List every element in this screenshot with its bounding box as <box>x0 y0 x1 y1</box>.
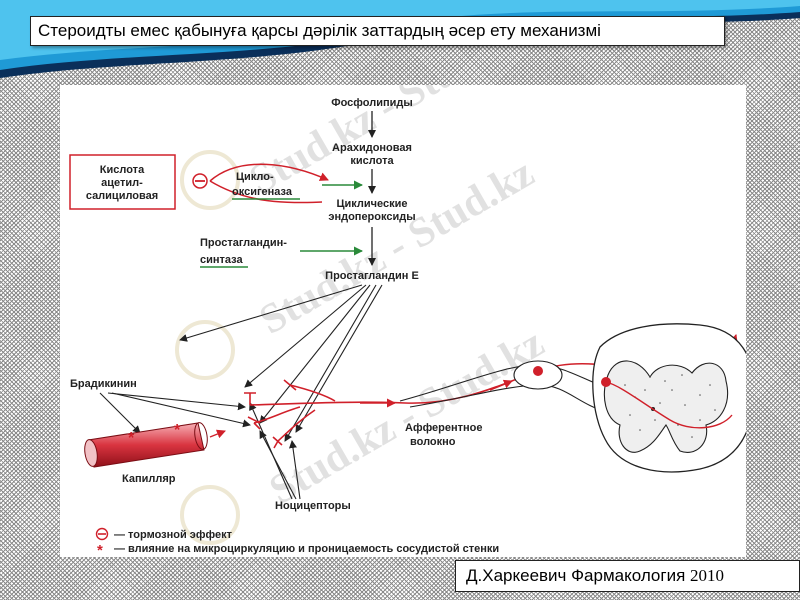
star-icon: * <box>97 542 103 557</box>
diagram-panel: Stud.kz - Stud.kz Stud.kz - Stud.kz Stud… <box>60 85 746 557</box>
inhibit-icon <box>192 173 208 189</box>
label-prostaglandin-e: Простагландин Е <box>325 270 419 282</box>
label-cyclic-1: Циклические <box>336 198 407 210</box>
page-title: Стероидты емес қабынуға қарсы дәрілік за… <box>30 16 725 46</box>
label-nociceptors: Ноцицепторы <box>275 500 351 512</box>
label-cyclic-2: эндопероксиды <box>328 211 415 223</box>
label-bradykinin: Брадикинин <box>70 378 137 390</box>
legend-item-star: * — влияние на микроциркуляцию и проница… <box>97 542 499 557</box>
label-phospholipids: Фосфолипиды <box>331 97 413 109</box>
star-icon: * <box>174 422 181 439</box>
nsaid-mechanism-diagram: Stud.kz - Stud.kz Stud.kz - Stud.kz Stud… <box>69 85 746 557</box>
label-cyclooxygenase-1: Цикло- <box>236 171 274 183</box>
citation-year: 2010 <box>690 566 725 585</box>
spinal-cord-illustration <box>399 323 746 473</box>
label-pg-synthase-2: синтаза <box>200 254 243 266</box>
star-icon: * <box>128 430 135 447</box>
legend-inhibit-text: — тормозной эффект <box>114 529 233 541</box>
label-arachidonic-1: Арахидоновая <box>332 142 412 154</box>
legend: — тормозной эффект * — влияние на микроц… <box>95 527 499 557</box>
label-aspirin-3: салициловая <box>86 190 158 202</box>
label-afferent-2: волокно <box>410 436 456 448</box>
label-afferent-1: Афферентное <box>405 422 483 434</box>
aspirin-box <box>69 154 176 210</box>
legend-star-text: — влияние на микроциркуляцию и проницаем… <box>114 543 499 555</box>
page-title-text: Стероидты емес қабынуға қарсы дәрілік за… <box>38 21 601 40</box>
citation-author: Д.Харкеевич Фармакология <box>466 566 686 585</box>
label-capillary: Капилляр <box>122 473 176 485</box>
label-arachidonic-2: кислота <box>350 155 394 167</box>
label-pg-synthase-1: Простагландин- <box>200 237 287 249</box>
label-aspirin-2: ацетил- <box>101 177 143 189</box>
label-aspirin-1: Кислота <box>100 164 145 176</box>
citation-box: Д.Харкеевич Фармакология 2010 <box>455 560 800 592</box>
legend-item-inhibit: — тормозной эффект <box>95 527 233 541</box>
capillary-illustration <box>84 422 226 468</box>
label-cyclooxygenase-2: оксигеназа <box>232 186 293 198</box>
